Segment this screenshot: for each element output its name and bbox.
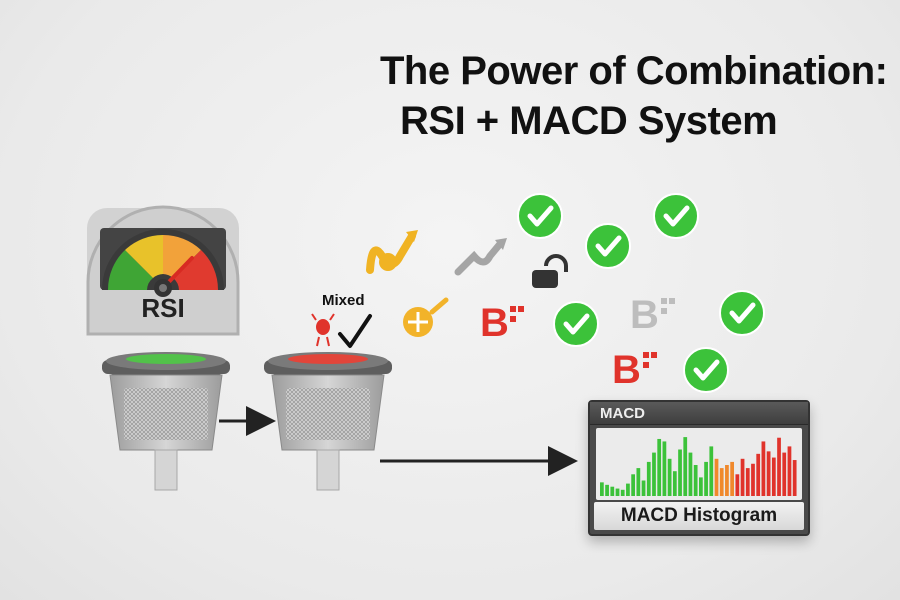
checkmark-icon	[338, 314, 372, 348]
check-circle-icon	[653, 193, 699, 239]
bull-arrow-icon	[366, 230, 418, 274]
macd-histogram-bar	[714, 458, 719, 496]
check-circle-icon	[719, 290, 765, 336]
b-mark-icon: B	[630, 293, 675, 337]
macd-histogram-bars	[600, 437, 797, 496]
rsi-zone-neutral-high	[163, 234, 201, 278]
yellow-token-icon	[403, 297, 449, 337]
check-circle-icon	[553, 301, 599, 347]
macd-histogram-bar	[756, 453, 761, 496]
macd-histogram-bar	[740, 458, 745, 496]
title-line-2: RSI + MACD System	[400, 99, 778, 143]
macd-header-label: MACD	[600, 405, 645, 422]
macd-header: MACD	[590, 402, 808, 425]
check-circle-icon	[517, 193, 563, 239]
macd-histogram-bar	[678, 449, 682, 496]
macd-histogram-bar	[730, 461, 735, 496]
filter-two-indicator	[288, 354, 368, 364]
macd-histogram-bar	[792, 460, 797, 496]
macd-histogram-bar	[683, 437, 688, 496]
macd-histogram-bar	[667, 458, 672, 496]
macd-histogram-bar	[652, 452, 656, 496]
macd-histogram-bar	[725, 465, 729, 496]
macd-histogram-bar	[688, 452, 693, 496]
rsi-gauge-body: RSI	[85, 205, 241, 335]
macd-histogram-bar	[761, 441, 766, 496]
rsi-zone-neutral-low	[125, 234, 163, 278]
lock-icon	[532, 254, 568, 288]
macd-histogram-bar	[631, 474, 636, 496]
macd-histogram-bar	[766, 451, 771, 496]
check-circle-icon	[585, 223, 631, 269]
check-circle-icon	[683, 347, 729, 393]
macd-histogram-bar	[646, 461, 651, 496]
macd-histogram-bar	[735, 474, 740, 496]
macd-histogram-label: MACD Histogram	[620, 505, 778, 526]
svg-text:B: B	[480, 301, 509, 345]
macd-histogram-bar	[626, 483, 630, 496]
macd-histogram-bar	[693, 465, 698, 496]
macd-histogram-bar	[641, 480, 646, 496]
macd-histogram-bar	[745, 468, 750, 496]
red-bull-icon	[311, 313, 335, 347]
macd-histogram-bar	[699, 477, 703, 496]
filter-two	[264, 352, 392, 491]
rsi-gauge	[86, 205, 240, 336]
filter-one-indicator	[126, 354, 206, 364]
rsi-zone-overbought	[173, 250, 219, 290]
macd-histogram-bar	[672, 471, 677, 496]
macd-histogram-bar	[704, 461, 708, 496]
filter-one	[102, 352, 230, 491]
b-mark-icon: B	[612, 348, 657, 392]
grey-arrow-icon	[454, 238, 507, 276]
macd-histogram-bar	[709, 446, 714, 496]
macd-histogram-bar	[636, 468, 641, 496]
rsi-label: RSI	[141, 293, 185, 323]
mixed-signal-label: Mixed	[322, 292, 365, 309]
macd-histogram-bar	[657, 438, 662, 496]
macd-histogram-bar	[600, 482, 604, 496]
macd-panel: MACD MACD Histogram	[588, 400, 810, 536]
svg-text:B: B	[612, 348, 641, 392]
b-mark-icon: B	[480, 301, 524, 345]
svg-text:B: B	[630, 293, 659, 337]
macd-histogram-bar	[751, 463, 755, 496]
macd-histogram-bar	[662, 441, 667, 496]
macd-histogram-bar	[771, 457, 776, 496]
title-line-1: The Power of Combination:	[380, 49, 888, 93]
macd-histogram-bar	[787, 446, 792, 496]
macd-histogram-bar	[719, 468, 724, 496]
macd-footer: MACD Histogram	[594, 502, 804, 530]
rsi-zone-oversold	[107, 250, 153, 290]
macd-histogram-bar	[620, 489, 625, 496]
macd-histogram-bar	[777, 437, 781, 496]
macd-histogram-bar	[615, 488, 620, 496]
macd-histogram-bar	[782, 452, 787, 496]
macd-histogram-chart	[596, 428, 802, 500]
diagram-title: The Power of Combination: RSI + MACD Sys…	[370, 48, 890, 144]
macd-histogram-bar	[610, 486, 615, 496]
macd-histogram-bar	[605, 484, 609, 496]
